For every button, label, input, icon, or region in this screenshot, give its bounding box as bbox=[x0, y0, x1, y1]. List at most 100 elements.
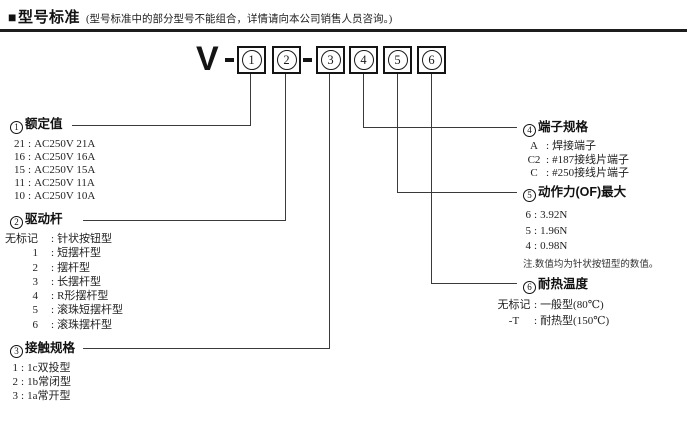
item-label: AC250V 11A bbox=[34, 177, 95, 189]
item-label: R形摆杆型 bbox=[57, 290, 109, 303]
list-item: 16:AC250V 16A bbox=[10, 151, 95, 164]
list-item: 15:AC250V 15A bbox=[10, 164, 95, 177]
section-terminal-spec: 4 端子规格 A:焊接端子 C2:#187接线片端子 C:#250接线片端子 bbox=[523, 120, 629, 181]
item-label: #187接线片端子 bbox=[552, 153, 630, 166]
item-label: 耐热型(150℃) bbox=[540, 315, 610, 327]
digit: 6 bbox=[428, 53, 435, 67]
item-list: 无标记:一般型(80℃) -T:耐热型(150℃) bbox=[497, 297, 610, 329]
section-title-text: 动作力(OF)最大 bbox=[538, 185, 627, 199]
item-label: 长摆杆型 bbox=[57, 275, 102, 288]
separator: : bbox=[51, 261, 55, 274]
list-item: 6:3.92N bbox=[523, 208, 658, 224]
list-item: 11:AC250V 11A bbox=[10, 177, 95, 190]
page-title: ■型号标准 bbox=[8, 9, 80, 26]
item-label: AC250V 10A bbox=[34, 190, 96, 202]
item-code: 4 bbox=[32, 290, 39, 303]
section-title-text: 接触规格 bbox=[25, 341, 76, 355]
section-number: 4 bbox=[527, 125, 532, 135]
item-code: 6 bbox=[525, 209, 532, 221]
separator: : bbox=[28, 177, 32, 189]
section-number: 6 bbox=[527, 282, 532, 292]
list-item: 3:1a常开型 bbox=[10, 389, 75, 403]
list-item: 10:AC250V 10A bbox=[10, 190, 95, 203]
connector-line-1 bbox=[250, 74, 251, 125]
list-item: 5:滚珠短摆杆型 bbox=[3, 303, 124, 317]
circled-digit-icon: 1 bbox=[241, 50, 262, 70]
list-item: -T:耐热型(150℃) bbox=[497, 313, 609, 329]
item-label: 0.98N bbox=[540, 240, 568, 253]
item-label: 针状按钮型 bbox=[57, 233, 113, 245]
item-list: 21:AC250V 21A 16:AC250V 16A 15:AC250V 15… bbox=[10, 138, 95, 203]
list-item: 6:滚珠摆杆型 bbox=[3, 318, 123, 332]
item-label: 焊接端子 bbox=[552, 140, 597, 152]
separator: : bbox=[51, 318, 55, 331]
item-code: C2 bbox=[527, 153, 541, 166]
item-code: 1 bbox=[12, 362, 19, 374]
section-number: 1 bbox=[14, 122, 19, 132]
connector-line-3h bbox=[83, 348, 330, 349]
page-title-text: 型号标准 bbox=[17, 9, 80, 26]
item-list: 6:3.92N 5:1.96N 4:0.98N 注.数值均为针状按钮型的数值。 bbox=[523, 208, 658, 274]
list-item: 4:0.98N bbox=[523, 239, 658, 255]
item-code: 5 bbox=[32, 304, 39, 317]
circled-digit-icon: 2 bbox=[276, 50, 297, 70]
separator: : bbox=[28, 190, 32, 202]
item-label: 一般型(80℃) bbox=[540, 299, 604, 311]
digit: 2 bbox=[283, 53, 290, 67]
list-item: A:焊接端子 bbox=[525, 140, 629, 154]
item-label: #250接线片端子 bbox=[552, 167, 630, 179]
separator: : bbox=[534, 209, 538, 221]
circled-digit-icon: 4 bbox=[353, 50, 374, 70]
connector-line-5h bbox=[397, 192, 517, 193]
model-digit-box-6: 6 bbox=[417, 46, 446, 74]
digit: 4 bbox=[360, 53, 367, 67]
separator: : bbox=[51, 247, 55, 260]
item-label: 3.92N bbox=[540, 209, 568, 221]
item-code: 10 bbox=[14, 190, 25, 202]
circled-digit-icon: 6 bbox=[421, 50, 442, 70]
header-note: (型号标准中的部分型号不能组合，详情请向本公司销售人员咨询。) bbox=[85, 14, 393, 25]
item-code: 4 bbox=[525, 240, 532, 253]
separator: : bbox=[51, 233, 55, 245]
separator: : bbox=[546, 167, 550, 179]
item-label: 滚珠短摆杆型 bbox=[57, 304, 124, 317]
section-title-text: 端子规格 bbox=[538, 120, 589, 134]
section-number: 2 bbox=[14, 217, 19, 227]
page-header: ■型号标准 (型号标准中的部分型号不能组合，详情请向本公司销售人员咨询。) bbox=[8, 6, 392, 27]
connector-line-4 bbox=[363, 74, 364, 127]
model-digit-box-5: 5 bbox=[383, 46, 412, 74]
separator: : bbox=[21, 376, 25, 388]
square-bullet-icon: ■ bbox=[8, 9, 17, 25]
item-label: AC250V 16A bbox=[34, 151, 96, 163]
section-title: 4 端子规格 bbox=[523, 120, 629, 137]
item-label: 1.96N bbox=[540, 224, 568, 237]
item-list: A:焊接端子 C2:#187接线片端子 C:#250接线片端子 bbox=[525, 140, 629, 181]
separator: : bbox=[21, 362, 25, 374]
connector-line-5 bbox=[397, 74, 398, 192]
circled-number-icon: 3 bbox=[10, 345, 23, 358]
item-code: 1 bbox=[32, 247, 39, 260]
item-code: 无标记 bbox=[5, 233, 38, 245]
list-item: 2:1b常闭型 bbox=[10, 375, 75, 389]
separator: : bbox=[51, 304, 55, 317]
separator: : bbox=[534, 224, 538, 237]
circled-number-icon: 4 bbox=[523, 124, 536, 137]
section-title: 2 驱动杆 bbox=[10, 212, 123, 229]
list-item: 无标记:一般型(80℃) bbox=[497, 297, 609, 313]
list-item: C:#250接线片端子 bbox=[525, 167, 629, 181]
item-code: 11 bbox=[14, 177, 25, 189]
section-title-text: 驱动杆 bbox=[25, 212, 63, 226]
item-code: 6 bbox=[32, 318, 39, 331]
separator: : bbox=[28, 138, 32, 150]
connector-line-6h bbox=[431, 283, 517, 284]
model-digit-box-1: 1 bbox=[237, 46, 266, 74]
dash-separator bbox=[225, 58, 234, 62]
item-label: 1c双投型 bbox=[27, 362, 71, 374]
